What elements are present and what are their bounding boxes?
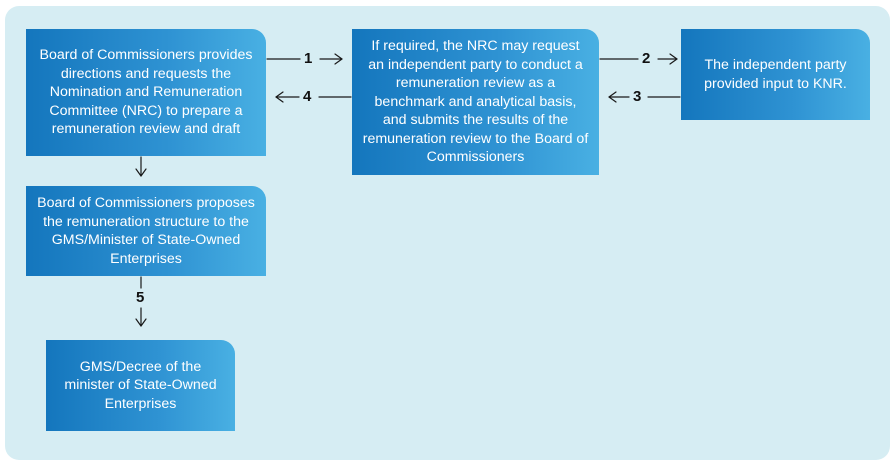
- box-independent-party-text: The independent party provided input to …: [704, 57, 847, 92]
- box-board-proposes-text: Board of Commissioners proposes the remu…: [37, 195, 255, 267]
- box-board-directs-text: Board of Commissioners provides directio…: [39, 47, 253, 138]
- box-independent-party: The independent party provided input to …: [681, 29, 870, 120]
- box-gms-decree: GMS/Decree of the minister of State-Owne…: [46, 340, 235, 431]
- step-label-4: 4: [303, 88, 312, 105]
- box-nrc-review: If required, the NRC may request an inde…: [352, 29, 599, 175]
- box-gms-decree-text: GMS/Decree of the minister of State-Owne…: [64, 358, 217, 412]
- box-board-proposes: Board of Commissioners proposes the remu…: [26, 186, 266, 276]
- step-label-2: 2: [642, 50, 651, 67]
- step-label-5: 5: [136, 289, 145, 306]
- box-board-directs: Board of Commissioners provides directio…: [26, 29, 266, 156]
- step-label-3: 3: [633, 88, 642, 105]
- step-label-1: 1: [304, 50, 313, 67]
- box-nrc-review-text: If required, the NRC may request an inde…: [362, 38, 589, 166]
